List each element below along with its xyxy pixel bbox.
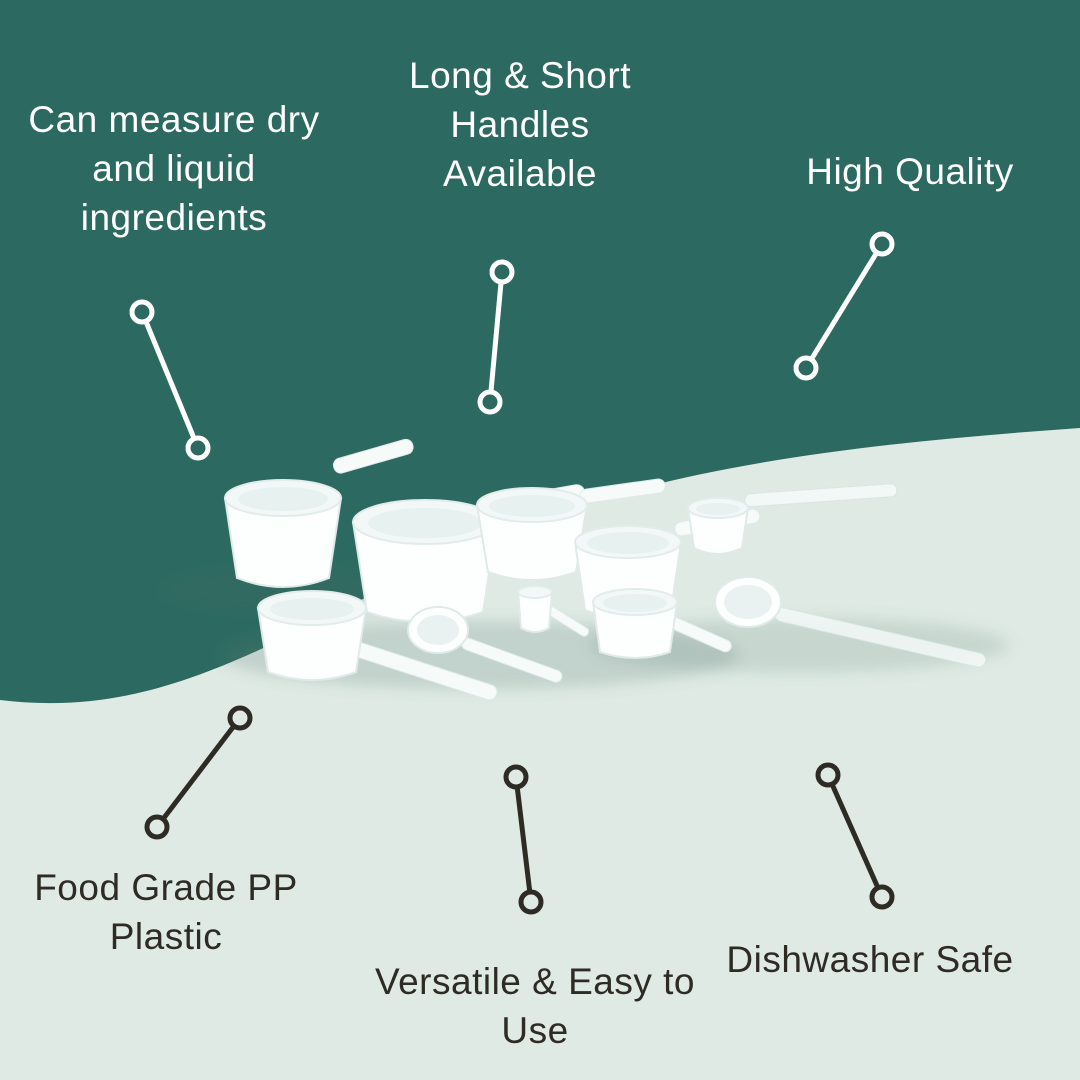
callout-label-versatile: Versatile & Easy to Use [374, 961, 696, 1051]
callout-label-measure: Can measure dry and liquid ingredients [28, 99, 320, 238]
callout-endpoint-ring [477, 389, 503, 415]
callout-label-dishwasher: Dishwasher Safe [726, 939, 1014, 980]
measuring-cup [351, 484, 586, 623]
callout-endpoint-ring [869, 231, 895, 257]
callout-endpoint-ring [503, 764, 529, 790]
measuring-cup [591, 588, 732, 659]
callout-endpoint-ring [793, 355, 819, 381]
measuring-cup-long-handle [256, 590, 498, 701]
background-bottom-wave [0, 428, 1080, 1080]
callout-line-measure [129, 299, 211, 461]
callout-line-quality [793, 231, 895, 381]
callout-line-dishwasher [815, 762, 895, 910]
measuring-spoon-long-handle [714, 576, 987, 668]
callout-line-food-grade [144, 705, 253, 840]
callout-endpoint-ring [144, 814, 170, 840]
callout-endpoint-ring [869, 884, 895, 910]
callout-endpoint-ring [815, 762, 841, 788]
callout-label-handles: Long & Short Handles Available [409, 55, 631, 194]
callout-line-handles [477, 259, 515, 415]
measuring-spoon [407, 606, 563, 683]
callout-label-food-grade: Food Grade PP Plastic [34, 867, 298, 957]
measuring-scoop-long-handle [686, 483, 898, 555]
callout-endpoint-ring [129, 299, 155, 325]
callout-label-quality: High Quality [806, 151, 1014, 192]
callout-endpoint-ring [227, 705, 253, 731]
measuring-cup [475, 478, 666, 581]
callout-endpoint-ring [518, 889, 544, 915]
mini-measuring-cup [516, 585, 590, 637]
callout-line-versatile [503, 764, 544, 915]
callout-endpoint-ring [489, 259, 515, 285]
callout-endpoint-ring [185, 435, 211, 461]
measuring-cup [223, 438, 414, 588]
